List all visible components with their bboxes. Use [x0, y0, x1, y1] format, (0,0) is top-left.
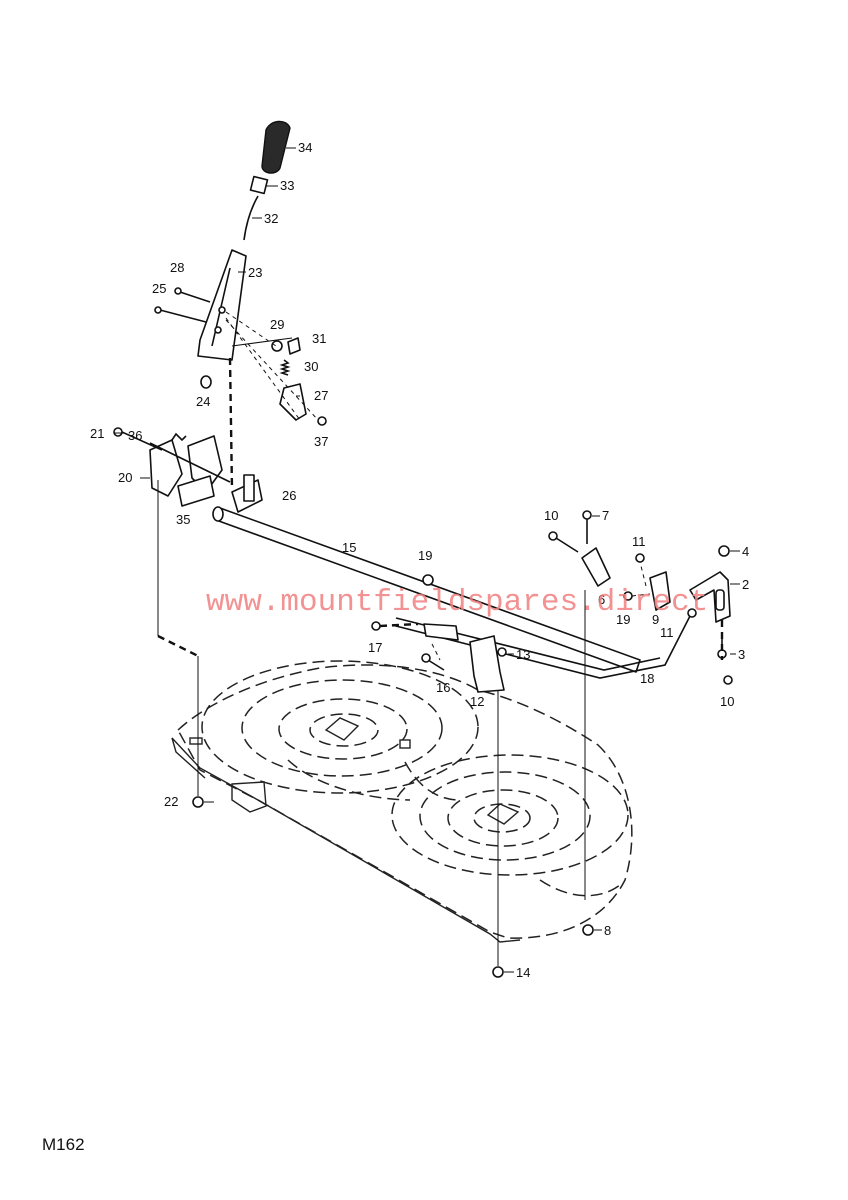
- callout-28: 28: [170, 260, 184, 275]
- right-hanger-parts: [548, 510, 733, 685]
- callout-22: 22: [164, 794, 178, 809]
- callout-15: 15: [342, 540, 356, 555]
- callout-23: 23: [248, 265, 262, 280]
- callout-6: 6: [598, 592, 605, 607]
- callout-19-centre: 19: [418, 548, 432, 563]
- lift-lever-assembly: [154, 120, 327, 426]
- diagram-reference: M162: [42, 1135, 85, 1154]
- callout-29: 29: [270, 317, 284, 332]
- callout-3: 3: [738, 647, 745, 662]
- callout-24: 24: [196, 394, 210, 409]
- nut-22: [192, 796, 204, 808]
- callout-10-top: 10: [544, 508, 558, 523]
- callout-8: 8: [604, 923, 611, 938]
- callout-34: 34: [298, 140, 312, 155]
- callout-27: 27: [314, 388, 328, 403]
- callout-11-bottom: 11: [660, 625, 674, 640]
- nut-8: [582, 924, 594, 936]
- callout-32: 32: [264, 211, 278, 226]
- callout-leaders: [114, 147, 740, 973]
- nut-14: [492, 966, 504, 978]
- callout-2: 2: [742, 577, 749, 592]
- callout-19-right: 19: [616, 612, 630, 627]
- callout-21: 21: [90, 426, 104, 441]
- height-quadrant: [113, 427, 231, 507]
- callout-30: 30: [304, 359, 318, 374]
- callout-18: 18: [640, 671, 654, 686]
- callout-11-top: 11: [632, 534, 646, 549]
- centre-hanger-parts: [371, 574, 507, 693]
- callout-4: 4: [742, 544, 749, 559]
- callout-36: 36: [128, 428, 142, 443]
- cross-shaft: [212, 474, 641, 673]
- callout-labels: 34 33 32 28 23 25 29 31 30 27 24 37 21 3…: [90, 140, 749, 980]
- callout-16: 16: [436, 680, 450, 695]
- callout-37: 37: [314, 434, 328, 449]
- callout-13: 13: [516, 647, 530, 662]
- callout-31: 31: [312, 331, 326, 346]
- callout-35: 35: [176, 512, 190, 527]
- callout-33: 33: [280, 178, 294, 193]
- callout-14: 14: [516, 965, 530, 980]
- callout-17: 17: [368, 640, 382, 655]
- callout-9: 9: [652, 612, 659, 627]
- watermark-text: www.mountfieldspares.direct: [206, 585, 708, 620]
- callout-26: 26: [282, 488, 296, 503]
- callout-10-bottom: 10: [720, 694, 734, 709]
- mower-deck: [171, 660, 633, 943]
- callout-7: 7: [602, 508, 609, 523]
- callout-20: 20: [118, 470, 132, 485]
- callout-12: 12: [470, 694, 484, 709]
- callout-25: 25: [152, 281, 166, 296]
